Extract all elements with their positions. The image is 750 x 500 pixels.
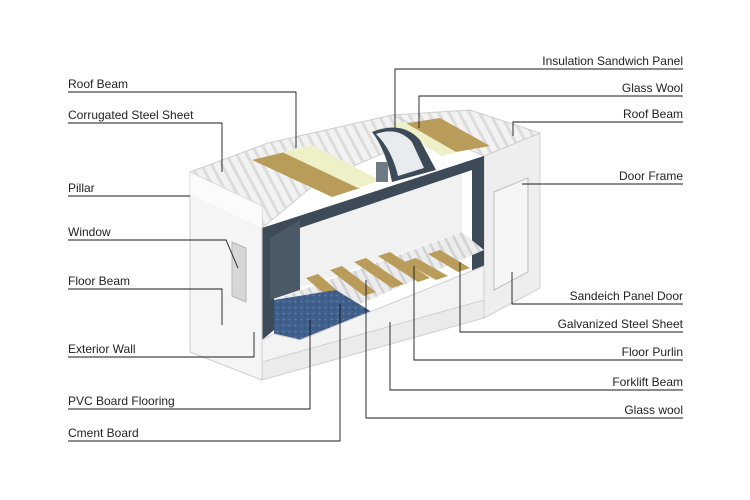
label-glass-wool-top: Glass Wool (622, 81, 683, 95)
right-labels: Insulation Sandwich Panel Glass Wool Roo… (542, 54, 683, 417)
label-cment-board: Cment Board (68, 426, 139, 440)
label-exterior-wall: Exterior Wall (68, 342, 136, 356)
roof-glass-wool-band (252, 152, 360, 197)
window (231, 241, 247, 303)
label-roof-beam-right: Roof Beam (623, 107, 683, 121)
label-corrugated-steel-sheet: Corrugated Steel Sheet (68, 108, 194, 122)
label-galvanized-steel-sheet: Galvanized Steel Sheet (558, 317, 684, 331)
sandwich-panel-door (493, 177, 529, 291)
label-sandeich-panel-door: Sandeich Panel Door (570, 289, 683, 303)
leader-forklift-beam (389, 322, 683, 391)
front-frame (262, 156, 484, 238)
roof-insulation-band (282, 145, 380, 188)
label-roof-beam-left: Roof Beam (68, 77, 128, 91)
label-window: Window (68, 225, 111, 239)
leader-roof-beam-left (68, 91, 297, 148)
leader-corrugated-steel-sheet (68, 122, 223, 172)
label-door-frame: Door Frame (619, 169, 683, 183)
leader-roof-beam-right (512, 121, 683, 136)
leader-floor-beam (68, 288, 223, 325)
leader-glass-wool-top (418, 95, 683, 128)
floor-glass-wool-stripes (306, 250, 470, 304)
label-insulation-sandwich-panel: Insulation Sandwich Panel (542, 54, 683, 68)
leader-window (68, 239, 239, 269)
leader-glass-wool-bottom (365, 280, 683, 419)
leader-exterior-wall (68, 332, 255, 358)
label-floor-purlin: Floor Purlin (622, 345, 683, 359)
label-floor-beam: Floor Beam (68, 274, 130, 288)
label-pillar: Pillar (68, 181, 95, 195)
roof-vent (376, 162, 388, 182)
leader-insulation-sandwich-panel (394, 68, 683, 128)
interior-back-wall (300, 168, 462, 288)
leader-pvc-board-flooring (68, 320, 311, 410)
left-labels: Roof Beam Corrugated Steel Sheet Pillar … (68, 77, 194, 440)
leader-galvanized-steel-sheet (459, 262, 683, 333)
label-forklift-beam: Forklift Beam (612, 375, 683, 389)
label-glass-wool-bottom: Glass wool (624, 403, 683, 417)
leader-cment-board (68, 304, 341, 442)
leader-lines (68, 68, 683, 442)
pvc-board-flooring (274, 290, 372, 340)
label-pvc-board-flooring: PVC Board Flooring (68, 394, 175, 408)
container-illustration (189, 109, 542, 381)
roof-glass-wool-right (402, 118, 490, 152)
leader-sandeich-panel-door (511, 272, 683, 305)
leader-floor-purlin (413, 266, 683, 361)
